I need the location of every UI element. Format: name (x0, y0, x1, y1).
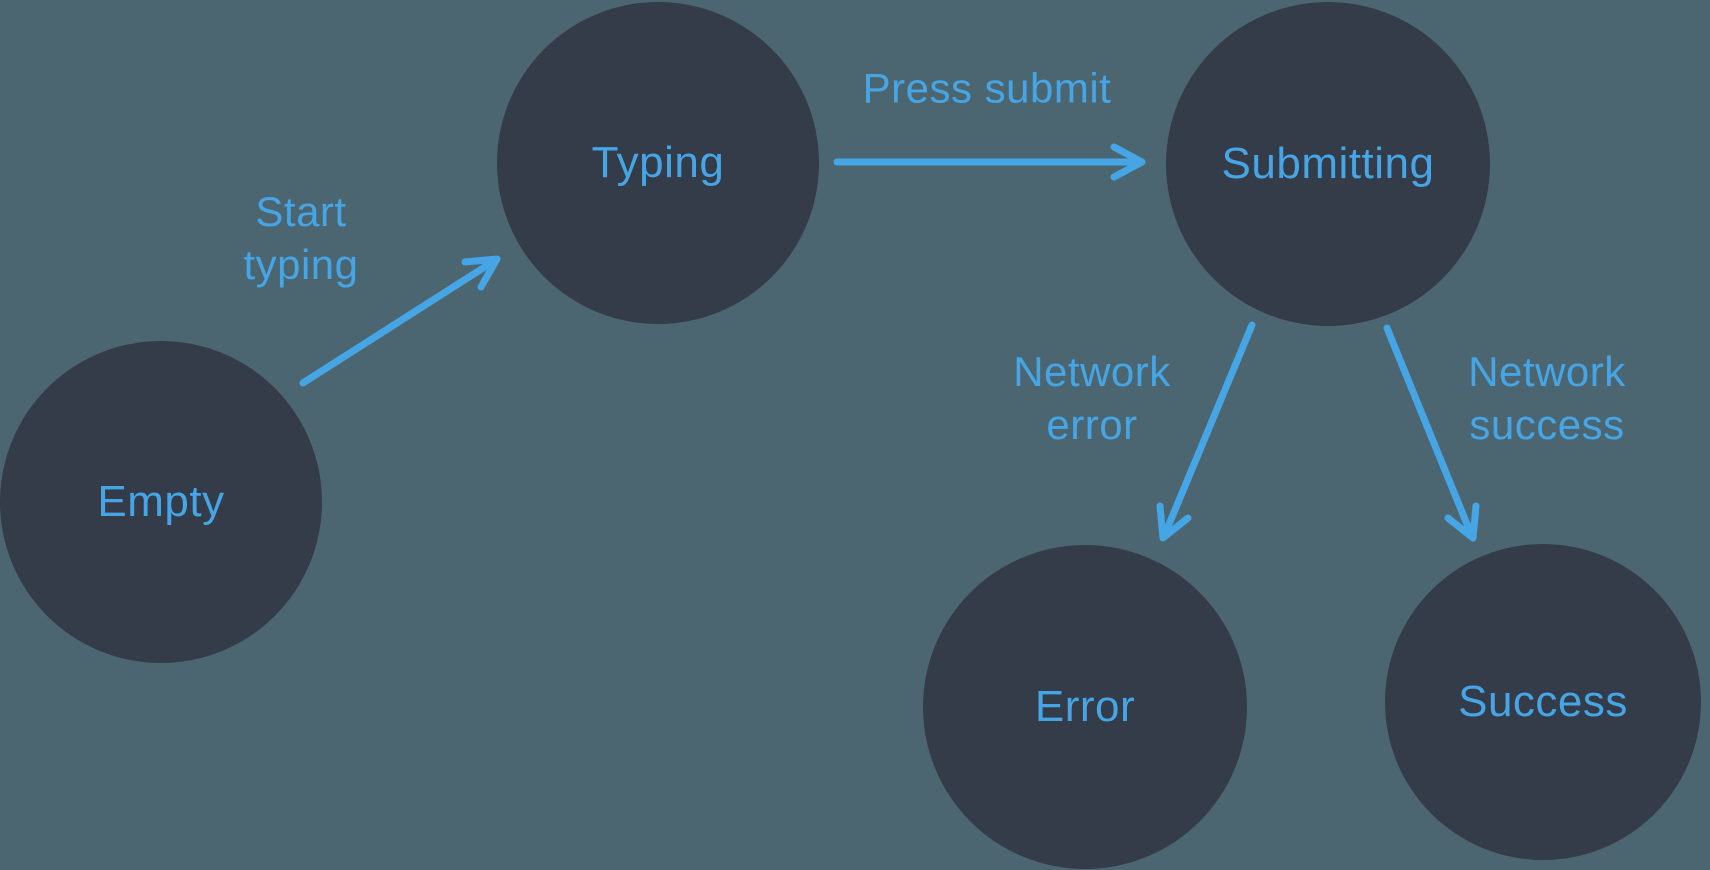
transition-label-press-submit: Press submit (862, 64, 1112, 112)
arrow-press-submit (833, 143, 1146, 181)
state-label-empty: Empty (97, 477, 225, 526)
transition-label-network-success: Network success (1468, 348, 1626, 448)
state-node-empty: Empty (0, 341, 322, 663)
arrow-start-typing (299, 255, 501, 387)
state-node-submitting: Submitting (1166, 2, 1490, 326)
state-label-submitting: Submitting (1221, 139, 1435, 188)
state-label-typing: Typing (591, 138, 725, 187)
state-label-success: Success (1458, 677, 1628, 726)
arrow-network-success (1383, 324, 1480, 542)
state-label-error: Error (1034, 682, 1136, 731)
state-node-error: Error (923, 545, 1247, 869)
transition-label-network-error: Network error (1013, 348, 1171, 448)
arrow-network-error (1156, 321, 1256, 542)
state-node-typing: Typing (497, 2, 819, 324)
state-node-success: Success (1385, 544, 1701, 860)
transition-label-start-typing: Start typing (243, 188, 359, 288)
